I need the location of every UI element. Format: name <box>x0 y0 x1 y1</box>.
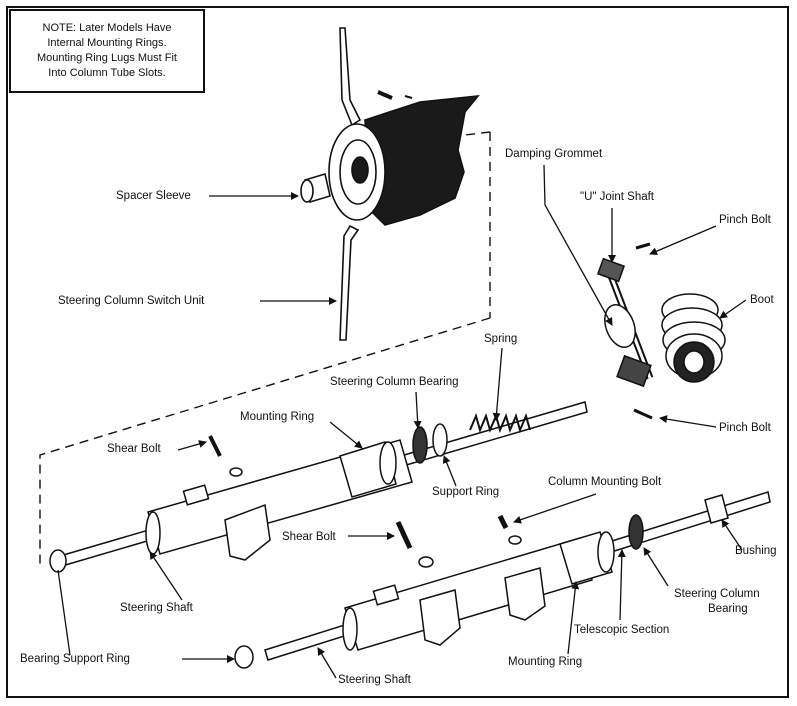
label-telescopic-section: Telescopic Section <box>574 624 670 636</box>
note-line-3: Mounting Ring Lugs Must Fit <box>36 52 177 64</box>
label-boot: Boot <box>750 294 774 306</box>
leader-mounting-ring-upper <box>329 421 363 449</box>
diagram-frame <box>6 6 789 698</box>
note-box: NOTE: Later Models Have Internal Mountin… <box>9 9 205 93</box>
label-spacer-sleeve: Spacer Sleeve <box>116 190 191 202</box>
switch-unit <box>300 27 480 341</box>
label-steering-shaft-lower: Steering Shaft <box>338 674 411 686</box>
label-support-ring: Support Ring <box>432 486 500 498</box>
leader-mounting-ring-lower <box>567 581 580 655</box>
leader-bushing <box>721 519 743 551</box>
label-switch-unit: Steering Column Switch Unit <box>58 295 205 307</box>
label-spring: Spring <box>484 333 518 345</box>
leader-support-ring <box>442 455 457 487</box>
leader-pinch-bolt-top <box>649 225 717 255</box>
label-column-bearing-upper: Steering Column Bearing <box>330 376 459 388</box>
leader-spring <box>492 347 503 421</box>
note-line-2: Internal Mounting Rings. <box>47 37 167 49</box>
label-shear-bolt-upper: Shear Bolt <box>107 443 161 455</box>
dashed-alignment-outline <box>39 131 491 568</box>
label-mounting-ring-lower: Mounting Ring <box>508 656 583 668</box>
label-bearing-support-ring: Bearing Support Ring <box>20 653 130 665</box>
label-column-mounting-bolt: Column Mounting Bolt <box>548 476 662 488</box>
leader-damping-grommet <box>543 164 613 326</box>
label-column-bearing-lower-2: Bearing <box>708 603 748 615</box>
leader-column-bearing-lower <box>643 547 669 587</box>
leader-bearing-support-ring <box>57 569 234 659</box>
leader-column-bearing-upper <box>413 391 422 429</box>
leader-pinch-bolt-bottom <box>659 415 717 428</box>
label-steering-shaft-upper: Steering Shaft <box>120 602 193 614</box>
label-u-joint-shaft: "U" Joint Shaft <box>580 191 655 203</box>
leader-steering-shaft-lower <box>317 647 337 679</box>
label-pinch-bolt-bottom: Pinch Bolt <box>719 422 771 434</box>
label-pinch-bolt-top: Pinch Bolt <box>719 214 771 226</box>
leader-telescopic-section <box>617 549 626 621</box>
leader-shear-bolt-upper <box>177 440 207 451</box>
label-damping-grommet: Damping Grommet <box>505 148 603 160</box>
label-bushing: Bushing <box>735 545 777 557</box>
label-shear-bolt-lower: Shear Bolt <box>282 531 336 543</box>
upper-column <box>49 401 588 573</box>
leader-lines <box>57 164 747 679</box>
leader-steering-shaft-upper <box>149 551 183 601</box>
note-line-1: NOTE: Later Models Have <box>42 22 172 34</box>
label-column-bearing-lower-1: Steering Column <box>674 588 760 600</box>
leader-boot <box>719 299 747 319</box>
label-mounting-ring-upper: Mounting Ring <box>240 411 315 423</box>
leader-column-mounting-bolt <box>513 493 597 524</box>
u-joint-assembly <box>596 242 726 420</box>
note-line-4: Into Column Tube Slots. <box>48 67 166 79</box>
lower-column <box>234 491 771 669</box>
